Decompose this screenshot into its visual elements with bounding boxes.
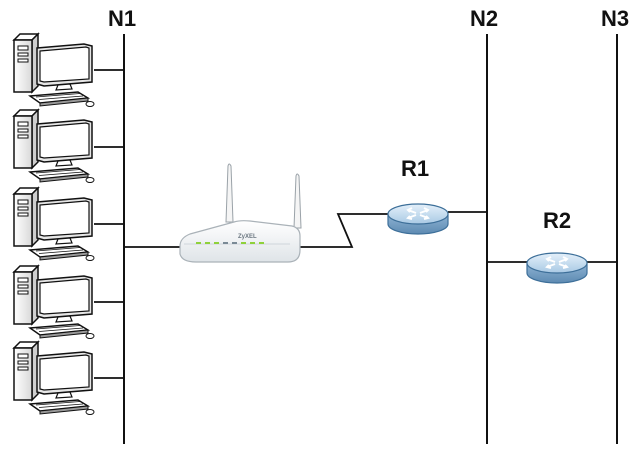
- network-n1-label: N1: [108, 6, 137, 31]
- ap-r1-link: [300, 213, 388, 248]
- desktop-computer-icon: [13, 265, 95, 340]
- router-brand-label: ZyXEL: [238, 234, 257, 240]
- desktop-computer-icon: [13, 187, 95, 262]
- router-r1-label: R1: [401, 156, 430, 181]
- router-r2-label: R2: [543, 208, 572, 233]
- network-n2-label: N2: [470, 6, 499, 31]
- desktop-computer-icon: [13, 341, 95, 416]
- desktop-computer-icon: [13, 109, 95, 184]
- network-n3-label: N3: [601, 6, 630, 31]
- router-r2-icon: [526, 252, 588, 284]
- router-r1-icon: [387, 203, 449, 235]
- wireless-router-icon: ZyXEL: [179, 163, 302, 263]
- desktop-computer-icon: [13, 33, 95, 108]
